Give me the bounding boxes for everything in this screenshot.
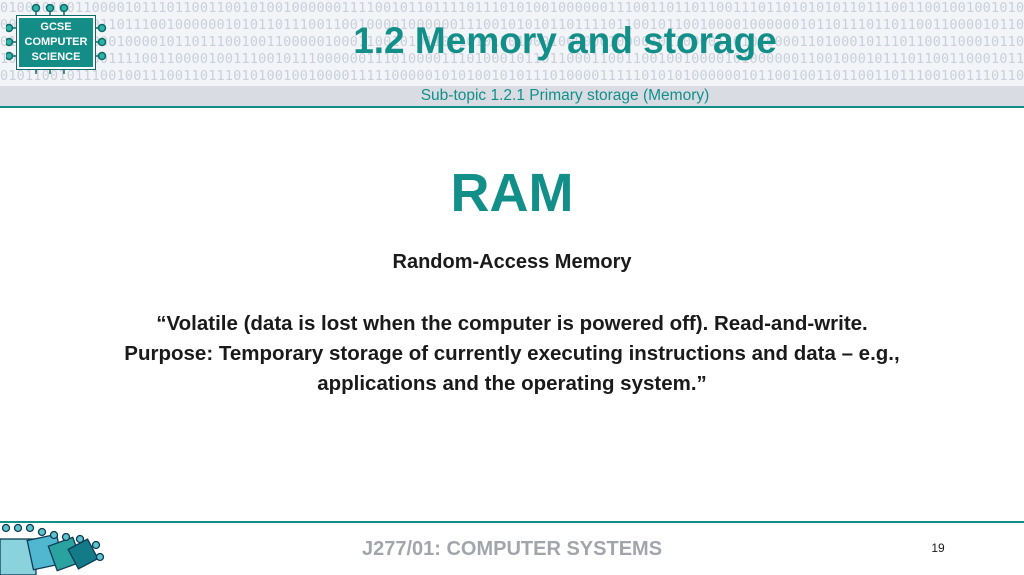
footer-course-code: J277/01: COMPUTER SYSTEMS — [361, 538, 663, 560]
page-title: 1.2 Memory and storage — [353, 20, 777, 61]
header-divider — [0, 106, 1024, 108]
footer-divider — [0, 521, 1024, 523]
slide-heading: RAM — [450, 163, 574, 223]
binary-background: 0100101001100001011101100110010100100000… — [0, 0, 1024, 88]
binary-row: 0101100101110010011100110111010100100100… — [0, 68, 1024, 84]
header-band: 0100101001100001011101100110010100100000… — [0, 0, 1024, 108]
page-subtitle: Sub-topic 1.2.1 Primary storage (Memory) — [420, 87, 710, 104]
logo-line-2: COMPUTER — [24, 36, 88, 48]
logo-box: GCSE COMPUTER SCIENCE — [16, 15, 96, 70]
binary-row: 0100101001100001011101100110010100100000… — [0, 0, 1024, 16]
logo-line-1: GCSE — [40, 21, 72, 33]
binary-row: 0010110000101101110010000001010110111001… — [0, 17, 1024, 33]
logo-line-3: SCIENCE — [31, 51, 81, 63]
binary-row: 1011001101100111100110000100111001011100… — [0, 51, 1024, 67]
slide-subheading: Random-Access Memory — [392, 251, 632, 273]
definition-quote: “Volatile (data is lost when the compute… — [124, 312, 900, 395]
circuit-icon — [6, 4, 106, 74]
gcse-logo: GCSE COMPUTER SCIENCE — [6, 4, 106, 74]
page-number: 19 — [931, 541, 945, 555]
circuit-cubes-icon — [0, 523, 105, 575]
subtitle-bar — [0, 86, 1024, 106]
binary-row: 0110110010100010000101101110010011000001… — [0, 34, 1024, 50]
